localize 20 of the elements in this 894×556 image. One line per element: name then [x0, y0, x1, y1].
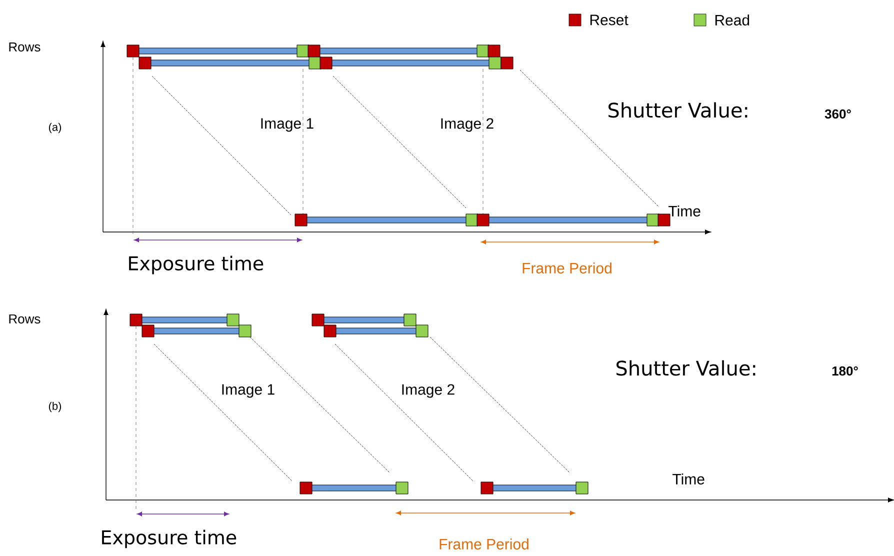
image-label: Image 2: [441, 118, 494, 132]
panel-letter: (a): [48, 122, 62, 134]
shutter-label: Shutter Value:: [608, 102, 748, 118]
dimension-label: Exposure time: [102, 530, 236, 548]
image-label: Image 1: [222, 384, 274, 398]
axis-label: Time: [672, 473, 704, 484]
dimension-label: Frame Period: [522, 262, 612, 274]
dimension-label: Frame Period: [440, 538, 528, 550]
image-label: Image 2: [402, 384, 454, 398]
shutter-label: Shutter Value:: [616, 360, 756, 376]
axis-label: Rows: [9, 314, 40, 324]
axis-label: Time: [668, 206, 700, 216]
value-text: 180°: [832, 366, 858, 376]
panel-letter: (b): [48, 402, 62, 412]
dimension-label: Exposure time: [129, 256, 264, 274]
value-text: 360°: [824, 109, 851, 119]
axis-label: Rows: [9, 42, 40, 52]
legend-label: Read: [715, 14, 750, 26]
legend-label: Reset: [590, 14, 628, 26]
image-label: Image 1: [261, 118, 314, 132]
